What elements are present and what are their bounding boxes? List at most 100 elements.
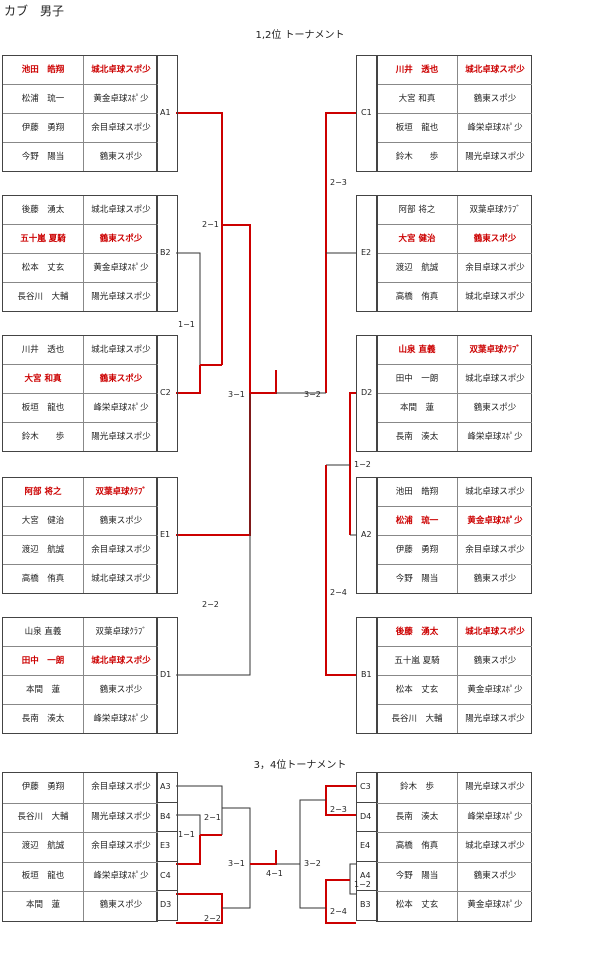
- club-name: 鶴東スポ少: [99, 234, 143, 244]
- player-row: 松浦 琉一黄金卓球ｽﾎﾟ少: [377, 507, 532, 536]
- line-e3-win: [176, 835, 201, 865]
- club-name: 双葉卓球ｸﾗﾌﾞ: [95, 487, 147, 497]
- line-d1: [176, 393, 251, 676]
- club-name: 余目卓球スポ少: [465, 545, 525, 555]
- player-name: 今野 陽当: [377, 565, 458, 593]
- player-row: 五十嵐 夏騎 鶴東スポ少: [3, 225, 158, 254]
- line-2-3-s2: [299, 799, 326, 864]
- line-3-1-s2: [250, 850, 277, 865]
- seed-label: B4: [160, 811, 171, 821]
- player-row: 後藤 湧太城北卓球スポ少: [377, 618, 532, 647]
- player-name: 五十嵐 夏騎: [3, 225, 84, 253]
- player-name: 鈴木 歩: [3, 423, 84, 451]
- seed-label: E3: [160, 841, 171, 850]
- player-name: 長南 湊太: [377, 423, 458, 451]
- player-name: 田中 一朗: [3, 647, 84, 675]
- club-name: 城北卓球スポ少: [91, 205, 151, 215]
- player-name: 長谷川 大輔: [377, 705, 458, 733]
- section2-title: 3，4位トーナメント: [253, 760, 347, 771]
- player-row: 今野 陽当鶴東スポ少: [377, 861, 532, 892]
- line-a3: [176, 785, 223, 835]
- player-name: 本間 蓮: [3, 891, 84, 921]
- player-row: 後藤 湧太城北卓球スポ少: [3, 196, 158, 225]
- seed-label: A4: [360, 870, 371, 880]
- club-name: 余目卓球スポ少: [465, 263, 525, 273]
- seed-label: B2: [160, 248, 171, 257]
- line-b4: [176, 814, 201, 835]
- group-left-4: 山泉 直義双葉卓球ｸﾗﾌﾞ田中 一朗城北卓球スポ少本間 蓮鶴東スポ少長南 湊太峰…: [2, 617, 158, 734]
- club-name: 城北卓球スポ少: [91, 656, 151, 666]
- club-name: 城北卓球スポ少: [465, 487, 525, 497]
- line-b1-win: [325, 465, 356, 676]
- player-name: 大宮 健治: [3, 507, 84, 535]
- player-row: 今野 陽当鶴東スポ少: [3, 143, 158, 171]
- line-2-1-s2: [222, 807, 251, 864]
- club-name: 陽光卓球スポ少: [91, 432, 151, 442]
- seed-box: [156, 617, 178, 734]
- player-row: 田中 一朗城北卓球スポ少: [377, 365, 532, 394]
- player-row: 渡辺 航誠余目卓球スポ少: [3, 832, 158, 863]
- match-1-2: 1−2: [354, 460, 371, 469]
- player-name: 今野 陽当: [3, 143, 84, 171]
- player-name: 松本 丈玄: [3, 254, 84, 282]
- player-name: 池田 皓翔: [377, 478, 458, 506]
- seed-box: [356, 477, 378, 594]
- club-name: 余目卓球スポ少: [91, 123, 151, 133]
- club-name: 鶴東スポ少: [99, 685, 143, 695]
- line-1-2-s2: [325, 879, 356, 924]
- player-row: 長谷川 大輔陽光卓球スポ少: [3, 283, 158, 311]
- player-row: 高橋 侑真城北卓球スポ少: [377, 283, 532, 311]
- player-name: 高橋 侑真: [377, 832, 458, 862]
- player-row: 渡辺 航誠余目卓球スポ少: [377, 254, 532, 283]
- player-name: 本間 蓮: [3, 676, 84, 704]
- player-name: 田中 一朗: [377, 365, 458, 393]
- club-name: 鶴東スポ少: [473, 574, 517, 584]
- group-left-1: 後藤 湧太城北卓球スポ少五十嵐 夏騎鶴東スポ少松本 丈玄黄金卓球ｽﾎﾟ少長谷川 …: [2, 195, 158, 312]
- player-name: 伊藤 勇翔: [3, 114, 84, 142]
- line-e1-win: [176, 393, 251, 536]
- player-row: 本間 蓮鶴東スポ少: [377, 394, 532, 423]
- club-name: 城北卓球スポ少: [465, 374, 525, 384]
- line-2-1-win: [222, 224, 251, 393]
- player-row: 松本 丈玄黄金卓球ｽﾎﾟ少: [377, 891, 532, 921]
- seed-label: D4: [360, 811, 372, 821]
- club-name: 峰栄卓球ｽﾎﾟ少: [467, 811, 523, 822]
- line-c1-win: [325, 112, 356, 393]
- player-name: 渡辺 航誠: [3, 832, 84, 862]
- player-row: 長谷川 大輔陽光卓球スポ少: [377, 705, 532, 733]
- line-b2: [176, 252, 201, 365]
- player-name: 大宮 健治: [377, 225, 458, 253]
- club-name: 陽光卓球スポ少: [465, 714, 525, 724]
- player-row: 板垣 龍也峰栄卓球ｽﾎﾟ少: [3, 394, 158, 423]
- player-row: 高橋 侑真城北卓球スポ少: [377, 832, 532, 863]
- seed-label: D1: [160, 670, 172, 679]
- player-name: 板垣 龍也: [3, 394, 84, 422]
- club-name: 峰栄卓球ｽﾎﾟ少: [93, 870, 149, 881]
- match-3-1: 3−1: [228, 390, 245, 399]
- player-row: 山泉 直義双葉卓球ｸﾗﾌﾞ: [377, 336, 532, 365]
- player-row: 大宮 和真鶴東スポ少: [377, 85, 532, 114]
- line-2-4-s2: [299, 864, 326, 909]
- match-2-1: 2−1: [202, 220, 219, 229]
- player-name: 長谷川 大輔: [3, 802, 84, 832]
- player-row: 長南 湊太峰栄卓球ｽﾎﾟ少: [377, 423, 532, 451]
- seed-label: C4: [160, 870, 171, 880]
- player-row: 鈴木 歩陽光卓球スポ少: [3, 423, 158, 451]
- match2-1-2: 1−2: [354, 880, 371, 889]
- player-row: 川井 透也城北卓球スポ少: [3, 336, 158, 365]
- club-name: 城北卓球スポ少: [465, 841, 525, 851]
- group-right-4: 後藤 湧太城北卓球スポ少五十嵐 夏騎鶴東スポ少松本 丈玄黄金卓球ｽﾎﾟ少長谷川 …: [376, 617, 532, 734]
- player-row: 池田 皓翔城北卓球スポ少: [3, 56, 158, 85]
- player-name: 後藤 湧太: [377, 618, 458, 646]
- match2-3-1: 3−1: [228, 859, 245, 868]
- line-a1-win: [176, 112, 223, 365]
- player-name: 松本 丈玄: [377, 891, 458, 921]
- club-name: 陽光卓球スポ少: [91, 811, 151, 822]
- line-2-2-s2: [222, 864, 251, 909]
- club-name: 鶴東スポ少: [99, 900, 143, 910]
- match-1-1: 1−1: [178, 320, 195, 329]
- player-row: 本間 蓮 鶴東スポ少: [3, 676, 158, 705]
- match2-4-1: 4−1: [266, 869, 283, 878]
- group-left-0: 池田 皓翔城北卓球スポ少松浦 琉一黄金卓球ｽﾎﾟ少伊藤 勇翔余目卓球スポ少今野 …: [2, 55, 158, 172]
